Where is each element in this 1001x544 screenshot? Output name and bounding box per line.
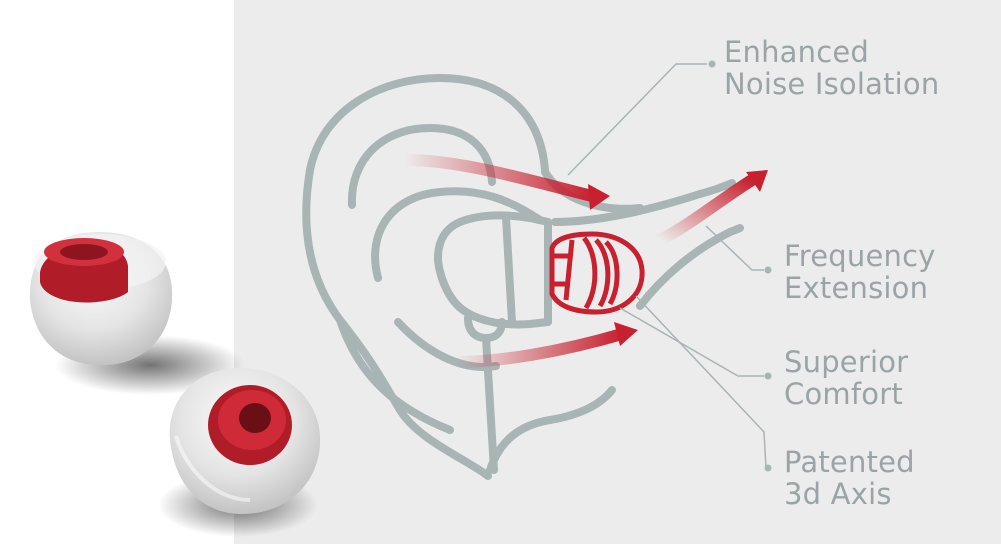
feature-label-patented-axis: Patented 3d Axis (784, 446, 915, 510)
feature-label-line: 3d Axis (784, 477, 892, 511)
sound-arrows (399, 154, 768, 368)
leader-dot-1 (708, 60, 716, 68)
leader-lines (567, 60, 772, 472)
ear-outline (302, 74, 744, 480)
feature-label-line: Patented (784, 445, 915, 479)
leader-dot-4 (764, 464, 772, 472)
feature-label-line: Enhanced (724, 35, 870, 69)
feature-label-line: Superior (784, 345, 909, 379)
feature-label-line: Extension (784, 271, 929, 305)
feature-label-superior-comfort: Superior Comfort (784, 346, 908, 410)
leader-dot-3 (764, 372, 772, 380)
feature-label-frequency-extension: Frequency Extension (784, 240, 936, 304)
feature-label-noise-isolation: Enhanced Noise Isolation (724, 36, 939, 100)
leader-dot-2 (764, 266, 772, 274)
feature-label-line: Noise Isolation (724, 67, 940, 101)
ear-tip-product-top (29, 232, 245, 395)
ear-tip-in-ear (549, 231, 645, 315)
ear-tip-product-bottom (158, 368, 321, 537)
feature-label-line: Comfort (784, 377, 903, 411)
feature-label-line: Frequency (784, 239, 936, 273)
